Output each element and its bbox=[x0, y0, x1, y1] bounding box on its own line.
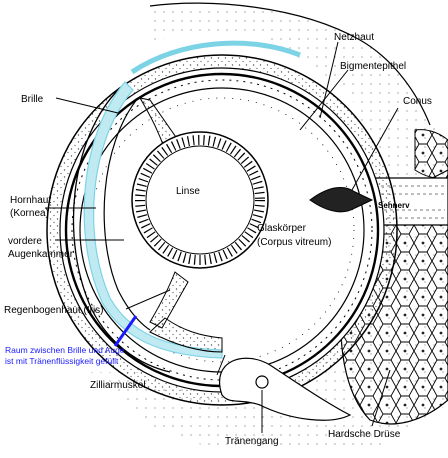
label-augenkammer: Augenkammer bbox=[8, 249, 74, 260]
tear-duct-shape bbox=[219, 357, 352, 421]
conus-shape bbox=[309, 187, 374, 213]
vitreous-dots bbox=[89, 97, 355, 363]
label-vordere: vordere bbox=[8, 236, 42, 247]
lens-core bbox=[145, 145, 255, 255]
retina-layer bbox=[71, 79, 373, 381]
spectacle-outer bbox=[72, 89, 171, 373]
label-raum-line2: ist mit Tränenflüssigkeit gefüllt bbox=[5, 356, 119, 366]
label-hornhaut: Hornhaut bbox=[10, 195, 51, 206]
conus-right-glands bbox=[414, 129, 448, 179]
tear-space-highlight bbox=[83, 81, 223, 359]
retina-highlight bbox=[130, 40, 301, 75]
orbit-outline bbox=[149, 2, 431, 126]
label-linse: Linse bbox=[176, 186, 200, 197]
iris-lower bbox=[149, 271, 189, 329]
label-conus: Conus bbox=[403, 96, 432, 107]
tear-space-arrow bbox=[113, 315, 138, 347]
label-sehnerv: Sehnerv bbox=[378, 201, 410, 210]
label-netzhaut: Netzhaut bbox=[334, 32, 374, 43]
label-kornea: (Kornea) bbox=[10, 208, 49, 219]
lens-cushion bbox=[135, 135, 265, 265]
label-traenengang: Tränengang bbox=[225, 436, 279, 447]
label-hardsche-druese: Hardsche Drüse bbox=[328, 429, 401, 440]
label-corpus-vitreum: (Corpus vitreum) bbox=[257, 237, 331, 248]
label-regenbogenhaut: Regenbogenhaut (Iris) bbox=[4, 305, 104, 316]
label-zilliarmuskel: Zilliarmuskel bbox=[90, 380, 146, 391]
optic-nerve-fibers bbox=[345, 185, 445, 219]
ciliary-body bbox=[149, 317, 223, 353]
leader-lines bbox=[45, 41, 399, 433]
label-raum-line1: Raum zwischen Brille und Auge bbox=[5, 345, 125, 355]
tear-duct-opening bbox=[255, 375, 269, 389]
label-bigmentepithel: Bigmentepithel bbox=[340, 61, 406, 72]
label-glaskoerper: Glaskörper bbox=[257, 223, 307, 234]
label-brille: Brille bbox=[21, 94, 44, 105]
